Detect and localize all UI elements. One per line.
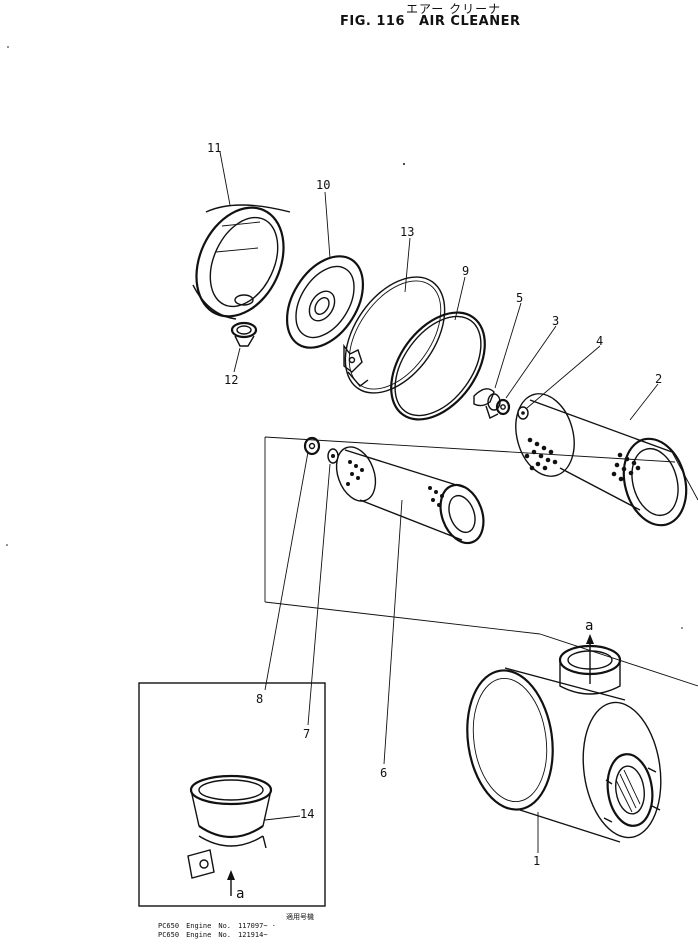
view-marker-a: a (585, 618, 594, 634)
callout-4: 4 (596, 334, 604, 348)
serial-row: PC650 Engine No. 117097~ · (158, 922, 314, 931)
callout-10: 10 (316, 178, 331, 192)
callout-14: 14 (300, 807, 315, 821)
callout-9: 9 (462, 264, 470, 278)
serial-model: PC650 (158, 922, 180, 930)
callout-5: 5 (516, 291, 524, 305)
part-1-housing (466, 644, 662, 843)
part-2-outer-element (515, 393, 688, 527)
speck (403, 163, 405, 165)
figure-title: FIG. 116 AIR CLEANER (340, 14, 520, 29)
figure-title-japanese: エアー クリーナ (406, 2, 502, 16)
part-10-disc (285, 255, 365, 349)
speck (6, 544, 8, 546)
callout-7: 7 (303, 727, 311, 741)
callout-13: 13 (400, 225, 415, 239)
part-3-washer (495, 398, 511, 416)
assembly-outline (264, 436, 698, 687)
speck (681, 627, 683, 629)
callout-3: 3 (552, 314, 560, 328)
part-14-elbow (187, 774, 273, 879)
applicable-heading: 適用号機 (286, 913, 314, 921)
callout-8: 8 (256, 692, 264, 706)
part-13-clamp (343, 276, 446, 394)
serial-no: No. (218, 922, 232, 930)
serial-range: 121914~ (238, 931, 268, 939)
callout-11: 11 (207, 141, 222, 155)
serial-range: 117097~ · (238, 922, 276, 930)
part-9-o-ring (390, 311, 486, 421)
inset-view-label: a (236, 886, 245, 902)
view-arrow-head (586, 634, 594, 644)
callout-12: 12 (224, 373, 239, 387)
part-11-cover (192, 204, 291, 320)
part-8-nut (303, 436, 321, 456)
figure-number: FIG. 116 (340, 14, 405, 29)
part-5-wing-nut (473, 388, 501, 419)
serial-model: PC650 (158, 931, 180, 939)
serial-no: No. (218, 931, 232, 939)
serial-engine: Engine (186, 922, 212, 930)
leader-lines (219, 151, 659, 853)
serial-row: PC650 Engine No. 121914~ (158, 931, 314, 940)
speck (7, 46, 9, 48)
callout-6: 6 (380, 766, 388, 780)
part-6-inner-element (335, 446, 485, 545)
part-12-fitting (230, 321, 258, 347)
serial-engine: Engine (186, 931, 212, 939)
figure-name: AIR CLEANER (419, 14, 521, 29)
callout-2: 2 (655, 372, 663, 386)
callout-1: 1 (533, 854, 541, 868)
inset-frame (138, 682, 326, 907)
inset-view-arrow-head (227, 870, 235, 880)
